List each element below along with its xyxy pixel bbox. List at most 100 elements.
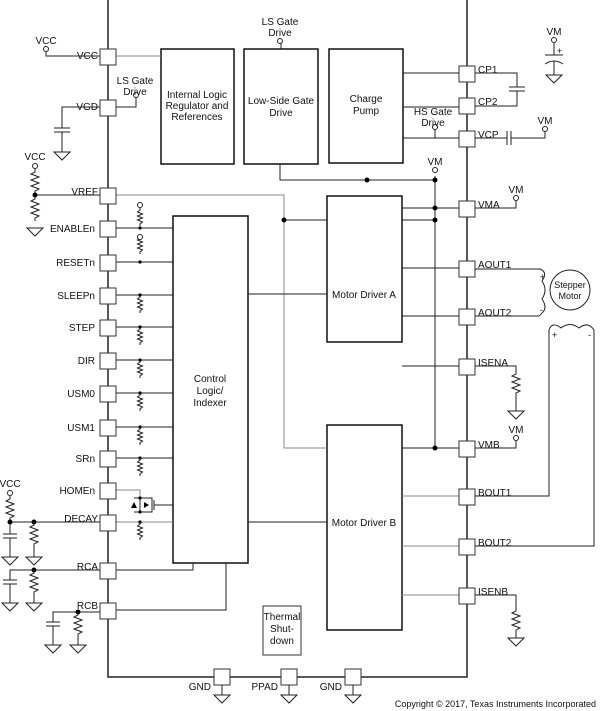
external-right: VM + VM VM VM [475, 27, 564, 647]
svg-text:Motor Driver A: Motor Driver A [332, 290, 396, 301]
svg-text:SLEEPn: SLEEPn [57, 291, 95, 302]
pin-vref: VREF [71, 187, 117, 205]
svg-text:ISENA: ISENA [478, 358, 508, 369]
svg-text:-: - [540, 305, 543, 315]
svg-text:VMB: VMB [478, 440, 500, 451]
pin-usm1: USM1 [67, 419, 117, 437]
svg-text:-: - [588, 330, 591, 340]
svg-text:GND: GND [189, 682, 211, 693]
svg-text:RESETn: RESETn [56, 258, 95, 269]
svg-text:+: + [557, 46, 562, 56]
svg-text:USM1: USM1 [67, 423, 95, 434]
pin-dir: DIR [78, 352, 117, 370]
svg-text:ISENB: ISENB [478, 587, 508, 598]
motor-driver-b-block: Motor Driver B [326, 424, 403, 631]
pin-isena: ISENA [458, 358, 508, 376]
pin-cp1: CP1 [458, 65, 498, 83]
external-left: VCC VCC VCC [0, 36, 100, 654]
svg-text:VM: VM [509, 185, 524, 196]
internal-wiring [116, 38, 459, 611]
svg-text:+: + [540, 272, 545, 282]
pin-aout1: AOUT1 [458, 260, 512, 278]
svg-text:CP1: CP1 [478, 65, 498, 76]
svg-text:VCC: VCC [0, 479, 21, 490]
svg-text:PPAD: PPAD [252, 682, 279, 693]
pin-gnd-1: GND [189, 668, 231, 704]
pin-step: STEP [69, 319, 117, 337]
svg-text:ENABLEn: ENABLEn [50, 224, 95, 235]
pin-vcc: VCC [77, 48, 117, 66]
fet-transistor-icon [131, 496, 173, 514]
pin-rcb: RCB [77, 601, 117, 620]
pin-vgd: VGD [76, 99, 117, 117]
svg-text:USM0: USM0 [67, 389, 95, 400]
pin-gnd-2: GND [320, 668, 362, 704]
svg-text:VCP: VCP [478, 130, 499, 141]
copyright: Copyright © 2017, Texas Instruments Inco… [395, 699, 596, 709]
pin-enablen: ENABLEn [50, 220, 117, 238]
svg-text:STEP: STEP [69, 323, 95, 334]
svg-text:Motor Driver B: Motor Driver B [332, 518, 397, 529]
svg-text:RCA: RCA [77, 562, 98, 573]
svg-text:CP2: CP2 [478, 97, 498, 108]
pin-sleepn: SLEEPn [57, 287, 117, 305]
pin-decay: DECAY [64, 514, 117, 532]
pin-bout1: BOUT1 [458, 488, 512, 506]
coil-a [475, 268, 546, 317]
bottom-pins: GND PPAD GND [189, 668, 362, 704]
svg-text:VREF: VREF [71, 187, 98, 198]
left-pins: VCC VGD VREF ENABLEn RESETn SLEEPn STEP … [50, 48, 117, 620]
pin-vma: VMA [458, 200, 500, 218]
right-pins: CP1 CP2 VCP VMA AOUT1 AOUT2 ISENA VMB BO… [458, 65, 512, 605]
svg-text:DIR: DIR [78, 356, 95, 367]
svg-text:VCC: VCC [24, 152, 45, 163]
pin-resetn: RESETn [56, 254, 117, 272]
svg-text:GND: GND [320, 682, 342, 693]
pin-ppad: PPAD [252, 668, 298, 704]
svg-text:VM: VM [547, 27, 562, 38]
pin-vmb: VMB [458, 440, 500, 458]
pin-aout2: AOUT2 [458, 308, 512, 326]
pin-usm0: USM0 [67, 385, 117, 403]
svg-text:+: + [552, 330, 557, 340]
svg-text:VM: VM [509, 425, 524, 436]
svg-text:RCB: RCB [77, 601, 98, 612]
svg-text:SRn: SRn [76, 454, 95, 465]
svg-text:AOUT2: AOUT2 [478, 308, 512, 319]
pin-isenb: ISENB [458, 587, 508, 605]
svg-text:HOMEn: HOMEn [59, 486, 95, 497]
svg-text:VCC: VCC [35, 36, 56, 47]
pulldown-resistors [137, 293, 143, 541]
pin-rca: RCA [77, 562, 117, 580]
svg-text:VM: VM [538, 116, 553, 127]
svg-text:DECAY: DECAY [64, 514, 98, 525]
coil-b [475, 324, 595, 547]
svg-text:AOUT1: AOUT1 [478, 260, 512, 271]
pin-bout2: BOUT2 [458, 538, 512, 556]
pin-vcp: VCP [458, 130, 499, 148]
pin-homen: HOMEn [59, 482, 117, 500]
svg-text:BOUT1: BOUT1 [478, 488, 512, 499]
svg-text:BOUT2: BOUT2 [478, 538, 512, 549]
motor-driver-a-block: Motor Driver A [326, 195, 403, 343]
pin-srn: SRn [76, 450, 117, 468]
svg-text:VMA: VMA [478, 200, 500, 211]
svg-text:VM: VM [428, 157, 443, 168]
